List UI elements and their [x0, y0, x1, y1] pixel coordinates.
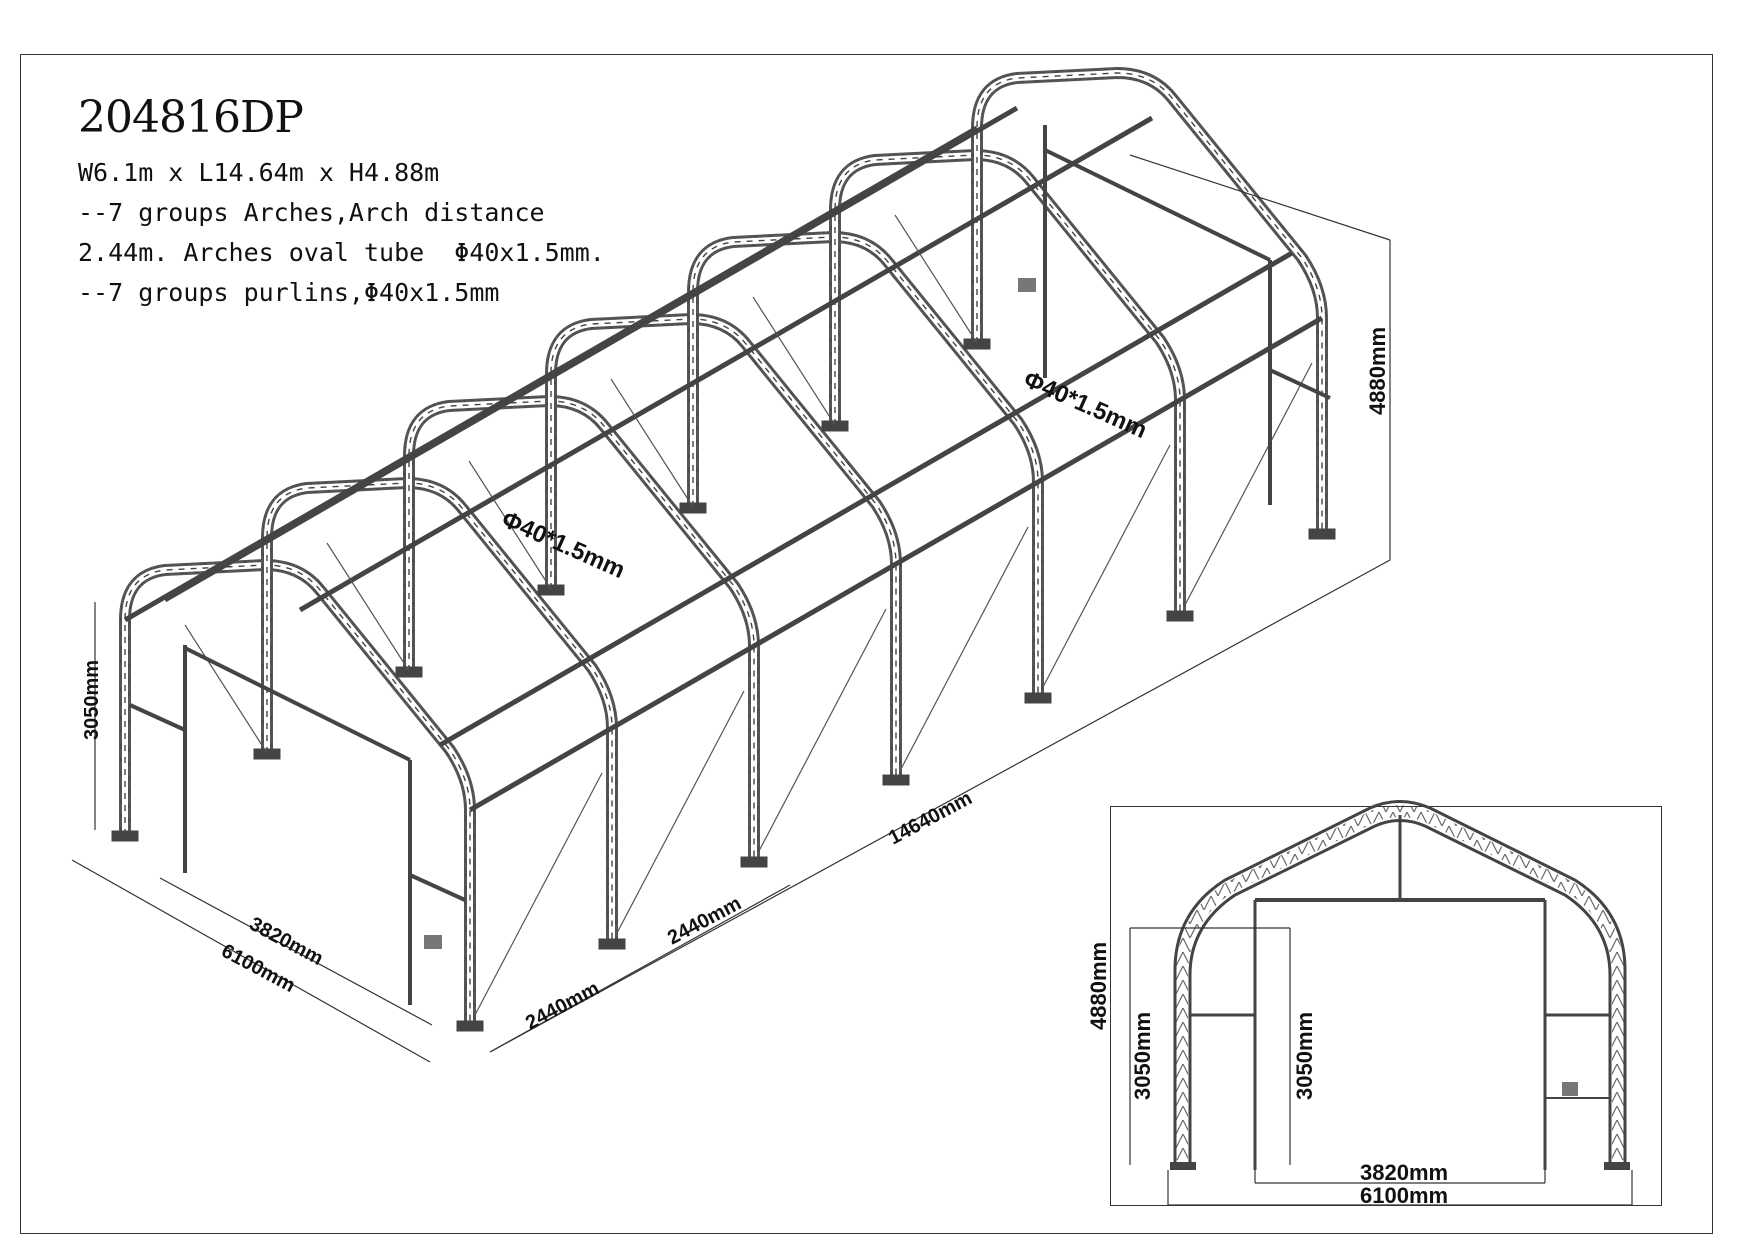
- base-plate: [1308, 528, 1336, 540]
- brace-2: [616, 690, 745, 934]
- brace-back-5: [752, 296, 836, 426]
- arch-inner-1: [122, 561, 473, 1025]
- arch-inner-7: [974, 69, 1325, 533]
- iso-height-total-label: 4880mm: [1365, 327, 1390, 415]
- arches-group: [111, 66, 1336, 1032]
- brace-back-2: [326, 542, 410, 672]
- rear-end-wall: [1018, 125, 1331, 505]
- base-plate: [537, 584, 565, 596]
- purlin-5: [438, 250, 1294, 748]
- arch-inner-4: [548, 315, 899, 779]
- brace-3: [758, 608, 887, 852]
- spec-purlins: --7 groups purlins,Φ40x1.5mm: [78, 278, 500, 307]
- brace-back-6: [894, 214, 978, 344]
- model-title: 204816DP: [78, 92, 304, 143]
- iso-height-side-label: 3050mm: [81, 660, 103, 740]
- base-plate: [111, 830, 139, 842]
- brace-back-3: [468, 460, 552, 590]
- brace-4: [900, 526, 1029, 770]
- spec-arches: --7 groups Arches,Arch distance: [78, 198, 545, 227]
- front-width-label: 6100mm: [1360, 1183, 1448, 1208]
- arch-inner-5: [690, 233, 1041, 697]
- base-plate: [1166, 610, 1194, 622]
- purlins-group: [123, 105, 1324, 813]
- arch-6: [829, 148, 1186, 615]
- base-plate: [456, 1020, 484, 1032]
- base-plate: [821, 420, 849, 432]
- base-plate: [882, 774, 910, 786]
- arch-truss-3: [408, 400, 755, 861]
- brace-1: [474, 772, 603, 1016]
- purlin-4: [468, 315, 1324, 813]
- arch-6: [830, 149, 1185, 615]
- arch-inner-6: [832, 151, 1183, 615]
- front-height-door-label: 3050mm: [1292, 1012, 1317, 1100]
- arch-inner-2: [264, 479, 615, 943]
- spec-arch-tube: 2.44m. Arches oval tube Φ40x1.5mm.: [78, 238, 605, 267]
- front-end-wall: [129, 645, 466, 1005]
- arch-3: [404, 395, 759, 861]
- front-height-total-label: 4880mm: [1086, 942, 1111, 1030]
- spec-dimensions: W6.1m x L14.64m x H4.88m: [78, 158, 440, 187]
- arch-3: [403, 394, 760, 861]
- iso-dimension-lines: [71, 154, 1391, 1063]
- purlin-3: [298, 115, 1154, 613]
- tube-spec-label-1: Φ40*1.5mm: [1020, 366, 1151, 444]
- front-height-side-label: 3050mm: [1130, 1012, 1155, 1100]
- arch-distance-label-2: 2440mm: [664, 892, 745, 949]
- purlin-2: [163, 105, 1019, 603]
- base-plate: [253, 748, 281, 760]
- base-plate: [1024, 692, 1052, 704]
- brace-back-1: [184, 624, 268, 754]
- arch-5: [687, 230, 1044, 697]
- iso-length-label: 14640mm: [885, 787, 976, 849]
- base-plate: [395, 666, 423, 678]
- rear-door-handle: [1018, 278, 1036, 292]
- arch-inner-3: [406, 397, 757, 861]
- base-plate: [679, 502, 707, 514]
- front-elevation: [1129, 800, 1633, 1206]
- arch-5: [688, 231, 1043, 697]
- base-plate: [740, 856, 768, 868]
- bracing-group: [184, 214, 1313, 1016]
- front-door-handle: [424, 935, 442, 949]
- arch-truss-5: [692, 236, 1039, 697]
- arch-distance-label-1: 2440mm: [522, 977, 603, 1034]
- drawing-border: [20, 54, 1713, 1234]
- arch-truss-6: [834, 154, 1181, 615]
- base-plate: [598, 938, 626, 950]
- front-view-door-handle: [1562, 1082, 1578, 1096]
- base-plate: [963, 338, 991, 350]
- brace-5: [1042, 444, 1171, 688]
- front-door-width-label: 3820mm: [1360, 1160, 1448, 1185]
- brace-6: [1184, 362, 1313, 606]
- brace-back-4: [610, 378, 694, 508]
- purlin-1: [123, 125, 979, 623]
